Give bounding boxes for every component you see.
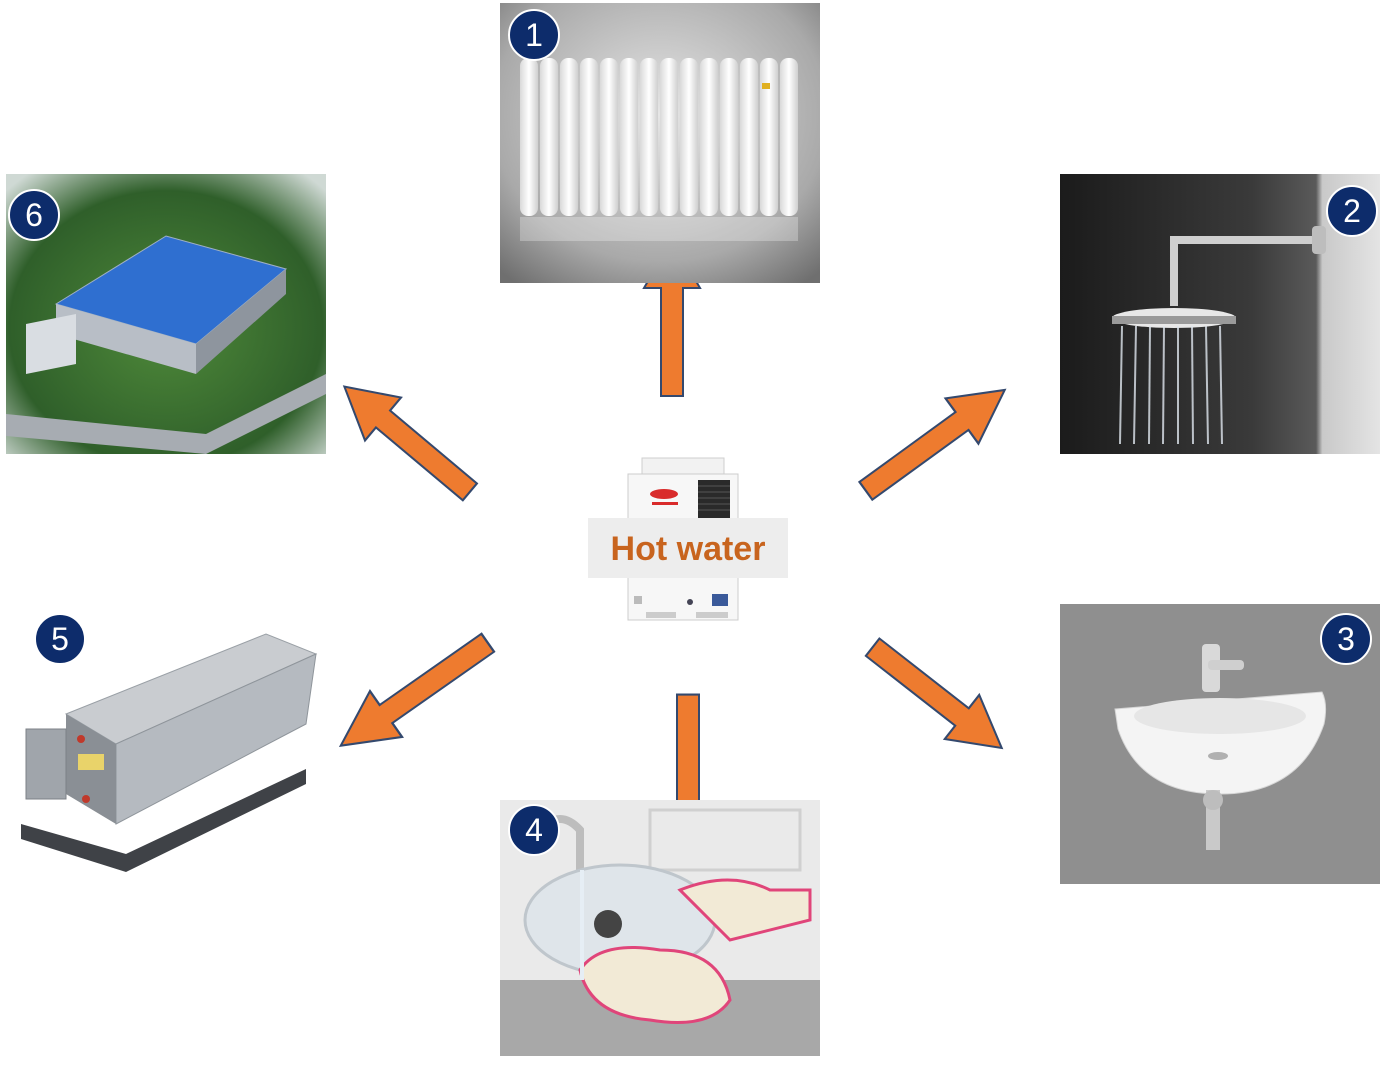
badge-6: 6 <box>8 189 60 241</box>
badge-4: 4 <box>508 804 560 856</box>
arrow-to-fan-coil <box>323 618 505 770</box>
shower-icon <box>1060 174 1380 454</box>
shower-photo <box>1060 174 1380 454</box>
arrow-to-wash-basin <box>854 624 1020 772</box>
arrow-to-shower <box>848 366 1023 515</box>
hot-water-label: Hot water <box>588 518 788 578</box>
badge-1: 1 <box>508 9 560 61</box>
badge-5: 5 <box>34 613 86 665</box>
badge-2: 2 <box>1326 185 1378 237</box>
arrow-to-factory <box>325 364 489 515</box>
badge-3: 3 <box>1320 613 1372 665</box>
